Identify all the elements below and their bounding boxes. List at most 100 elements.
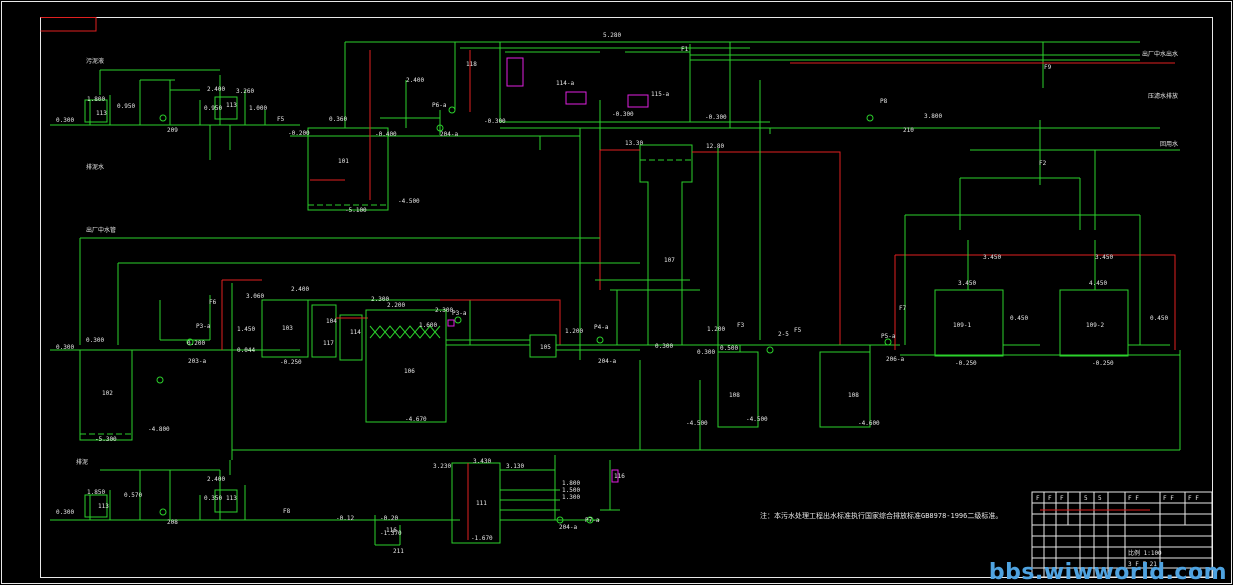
elevation-label: 2.400 bbox=[207, 86, 225, 93]
equipment-tag: P6-a bbox=[432, 102, 447, 109]
elevation-label: 4.450 bbox=[1089, 280, 1107, 287]
equipment-tag: F7 bbox=[899, 305, 907, 312]
title-block-row1: F bbox=[1048, 495, 1052, 502]
unit-label: 113 bbox=[226, 102, 237, 109]
elevation-label: -4.670 bbox=[405, 416, 427, 423]
elevation-label: 0.300 bbox=[56, 509, 74, 516]
title-block-row1: F bbox=[1060, 495, 1064, 502]
title-block-sheet: 3 F F 21 bbox=[1128, 561, 1157, 568]
unit-label: 113 bbox=[96, 110, 107, 117]
title-block: F F F 5 5 F F F F F F 比例 1:100 3 F F 21 bbox=[1031, 491, 1213, 578]
title-block-row1: 5 bbox=[1098, 495, 1102, 502]
elevation-label: -0.250 bbox=[280, 359, 302, 366]
equipment-tag: 208 bbox=[167, 519, 178, 526]
elevation-label: 5.280 bbox=[603, 32, 621, 39]
elevation-label: 2.300 bbox=[435, 307, 453, 314]
pipe-network bbox=[50, 41, 1181, 546]
elevation-label: 0.360 bbox=[329, 116, 347, 123]
equipment-tag: 2-5 bbox=[778, 331, 789, 338]
elevation-label: -4.500 bbox=[686, 420, 708, 427]
elevation-label: 3.450 bbox=[1095, 254, 1113, 261]
line-label: 回用水 bbox=[1160, 140, 1178, 148]
equipment-tag: F8 bbox=[283, 508, 291, 515]
equipment-tag: 206-a bbox=[886, 356, 904, 363]
elevation-label: 3.260 bbox=[236, 88, 254, 95]
elevation-label: 3.060 bbox=[246, 293, 264, 300]
elevation-label: 0.200 bbox=[187, 340, 205, 347]
elevation-label: -0.300 bbox=[484, 118, 506, 125]
elevation-label: 0.500 bbox=[720, 345, 738, 352]
elevation-label: -0.20 bbox=[380, 515, 398, 522]
unit-label: 113 bbox=[98, 503, 109, 510]
elevation-label: 12.80 bbox=[706, 143, 724, 150]
title-block-row1: 5 bbox=[1084, 495, 1088, 502]
equipment-tag: 209 bbox=[167, 127, 178, 134]
line-label: 排泥水 bbox=[86, 163, 104, 171]
elevation-label: 2.400 bbox=[207, 476, 225, 483]
elevation-label: 1.850 bbox=[87, 489, 105, 496]
elevation-label: 0.300 bbox=[86, 337, 104, 344]
title-block-row1: F F bbox=[1163, 495, 1174, 502]
elevation-label: -0.250 bbox=[955, 360, 977, 367]
elevation-label: 1.200 bbox=[707, 326, 725, 333]
elevation-label: 2.400 bbox=[406, 77, 424, 84]
elevation-label: 1.200 bbox=[565, 328, 583, 335]
elevation-label: 0.950 bbox=[117, 103, 135, 110]
elevation-label: -0.400 bbox=[375, 131, 397, 138]
elevation-label: 0.950 bbox=[204, 105, 222, 112]
elevation-label: -5.300 bbox=[95, 436, 117, 443]
unit-label: 108 bbox=[729, 392, 740, 399]
unit-label: 118 bbox=[466, 61, 477, 68]
equipment-tag: P3-a bbox=[196, 323, 211, 330]
corner-mark bbox=[40, 17, 97, 32]
elevation-label: -1.370 bbox=[380, 530, 402, 537]
title-block-row1: F bbox=[1036, 495, 1040, 502]
unit-label: 114 bbox=[350, 329, 361, 336]
equipment-tag: F1 bbox=[681, 46, 689, 53]
elevation-label: 0.450 bbox=[1150, 315, 1168, 322]
elevation-label: -0.12 bbox=[336, 515, 354, 522]
equipment-tag: F3 bbox=[737, 322, 745, 329]
equipment-tag: P7-a bbox=[585, 517, 600, 524]
elevation-label: 0.044 bbox=[237, 347, 255, 354]
elevation-label: -0.200 bbox=[288, 130, 310, 137]
title-block-row1: F F bbox=[1188, 495, 1199, 502]
elevation-label: -0.250 bbox=[1092, 360, 1114, 367]
unit-label: 108 bbox=[848, 392, 859, 399]
equipment-tag: F9 bbox=[1044, 64, 1052, 71]
unit-label: 111 bbox=[476, 500, 487, 507]
equipment-tag: P4-a bbox=[594, 324, 609, 331]
elevation-label: 0.300 bbox=[655, 343, 673, 350]
elevation-label: 0.450 bbox=[1010, 315, 1028, 322]
unit-label: 102 bbox=[102, 390, 113, 397]
unit-label: 109-2 bbox=[1086, 322, 1104, 329]
elevation-label: 1.500 bbox=[562, 487, 580, 494]
title-block-row1: F F bbox=[1128, 495, 1139, 502]
elevation-label: 3.800 bbox=[924, 113, 942, 120]
unit-label: 107 bbox=[664, 257, 675, 264]
unit-label: 116 bbox=[386, 527, 397, 534]
elevation-label: 3.450 bbox=[983, 254, 1001, 261]
elevation-label: 2.400 bbox=[291, 286, 309, 293]
unit-label: 104 bbox=[326, 318, 337, 325]
elevation-label: 3.430 bbox=[473, 458, 491, 465]
elevation-label: 3.450 bbox=[958, 280, 976, 287]
inner-frame bbox=[40, 17, 1213, 578]
equipment-tag: F6 bbox=[209, 299, 217, 306]
unit-label: 113 bbox=[226, 495, 237, 502]
elevation-label: -4.500 bbox=[398, 198, 420, 205]
elevation-label: 0.300 bbox=[56, 344, 74, 351]
line-label: 污泥液 bbox=[86, 57, 104, 65]
elevation-label: -0.300 bbox=[612, 111, 634, 118]
elevation-label: 0.300 bbox=[697, 349, 715, 356]
equipment-tag: P5-a bbox=[881, 333, 896, 340]
design-note: 注：本污水处理工程出水标准执行国家综合排放标准GB8978-1996二级标准。 bbox=[760, 511, 1002, 520]
elevation-label: 0.570 bbox=[124, 492, 142, 499]
elevation-label: 13.30 bbox=[625, 140, 643, 147]
equipment-tag: 204-a bbox=[440, 131, 458, 138]
equipment-tag: 203-a bbox=[188, 358, 206, 365]
